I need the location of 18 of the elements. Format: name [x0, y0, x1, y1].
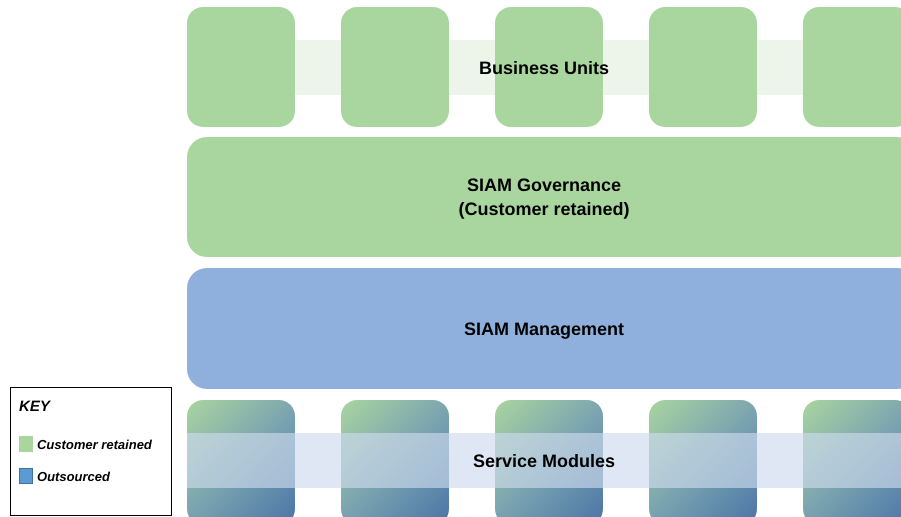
business-unit-tile — [803, 7, 901, 127]
layer-label: SIAM Management — [464, 318, 624, 340]
layer-panel — [187, 137, 901, 257]
band-label: Business Units — [478, 56, 610, 80]
business-unit-tile — [187, 7, 295, 127]
band-label: Service Modules — [472, 450, 616, 472]
service-module-tile — [803, 400, 901, 517]
layer-label: SIAM Governance — [466, 174, 622, 197]
service-module-tile — [187, 400, 295, 517]
legend-label: Outsourced — [37, 468, 110, 484]
business-unit-tile — [649, 7, 757, 127]
layer-label: (Customer retained) — [458, 198, 630, 221]
business-unit-tile — [341, 7, 449, 127]
service-module-tile — [341, 400, 449, 517]
legend-title: KEY — [19, 398, 50, 415]
service-module-tile — [649, 400, 757, 517]
layer-panel — [187, 268, 901, 389]
legend-label: Customer retained — [37, 436, 152, 452]
